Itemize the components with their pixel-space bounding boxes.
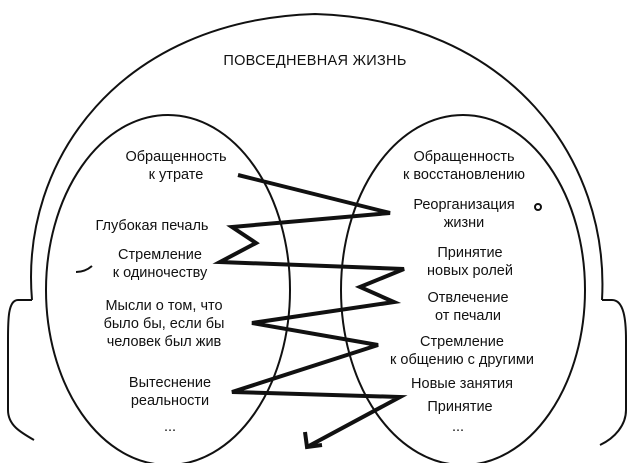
restoration-oriented-ellipse (340, 114, 586, 463)
left-ear (7, 299, 35, 441)
left-item: ... (163, 419, 177, 435)
small-tick-mark (75, 265, 93, 273)
right-item: Новые занятия (411, 376, 513, 392)
left-item: Глубокая печаль (95, 218, 209, 234)
right-item: Принятие (427, 399, 493, 415)
loss-oriented-ellipse (45, 114, 291, 463)
diagram-title: ПОВСЕДНЕВНАЯ ЖИЗНЬ (223, 53, 407, 69)
right-item: ... (451, 419, 465, 435)
arrow-head (303, 431, 323, 450)
small-circle-mark (534, 203, 542, 211)
head-outline (30, 12, 604, 301)
right-ear (599, 299, 627, 446)
oscillation-zigzag (212, 173, 408, 449)
